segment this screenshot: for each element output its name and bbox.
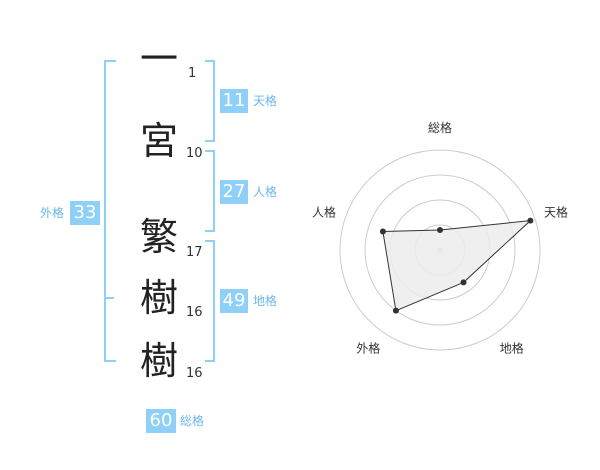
name-char-3: 繁 xyxy=(140,215,179,259)
radar-point-3 xyxy=(392,307,399,314)
stroke-count-5: 16 xyxy=(186,366,203,381)
radar-dots xyxy=(379,217,534,314)
radar-ring-3 xyxy=(364,174,516,326)
gaikaku-label: 外格 xyxy=(40,206,65,220)
chikaku-bracket xyxy=(205,240,215,362)
name-char-4: 樹 xyxy=(140,276,179,320)
stroke-count-3: 17 xyxy=(186,245,203,260)
tenkaku-value-badge: 11 xyxy=(220,89,248,113)
radar-point-2 xyxy=(460,279,467,286)
jinkaku-label: 人格 xyxy=(253,185,278,199)
jinkaku-bracket xyxy=(205,150,215,232)
radar-shape xyxy=(382,219,532,312)
stroke-count-2: 10 xyxy=(186,146,203,161)
gaikaku-value-badge: 33 xyxy=(70,201,100,225)
name-char-1: 一 xyxy=(140,37,179,81)
radar-axis-label-1: 天格 xyxy=(544,204,568,219)
tenkaku-label: 天格 xyxy=(253,94,278,108)
radar-axis-label-4: 人格 xyxy=(312,204,336,219)
jinkaku-value-badge: 27 xyxy=(220,180,248,204)
radar-ring-4 xyxy=(339,149,541,351)
chikaku-label: 地格 xyxy=(253,294,278,308)
soukaku-value-badge: 60 xyxy=(146,409,176,433)
radar-point-4 xyxy=(379,228,386,235)
gaikaku-bracket-tick xyxy=(104,297,114,299)
radar-point-1 xyxy=(527,217,534,224)
soukaku-label: 総格 xyxy=(180,414,205,428)
name-char-5: 樹 xyxy=(140,339,179,383)
stroke-count-1: 1 xyxy=(188,66,197,81)
radar-axis-label-3: 外格 xyxy=(356,341,380,356)
stroke-count-4: 16 xyxy=(186,305,203,320)
radar-axis-label-2: 地格 xyxy=(500,341,524,356)
gaikaku-bracket xyxy=(104,60,116,362)
radar-point-0 xyxy=(437,227,443,233)
chikaku-value-badge: 49 xyxy=(220,289,248,313)
name-char-2: 宮 xyxy=(140,119,179,163)
tenkaku-bracket xyxy=(205,60,215,142)
radar-axis-label-0: 総格 xyxy=(428,120,452,135)
